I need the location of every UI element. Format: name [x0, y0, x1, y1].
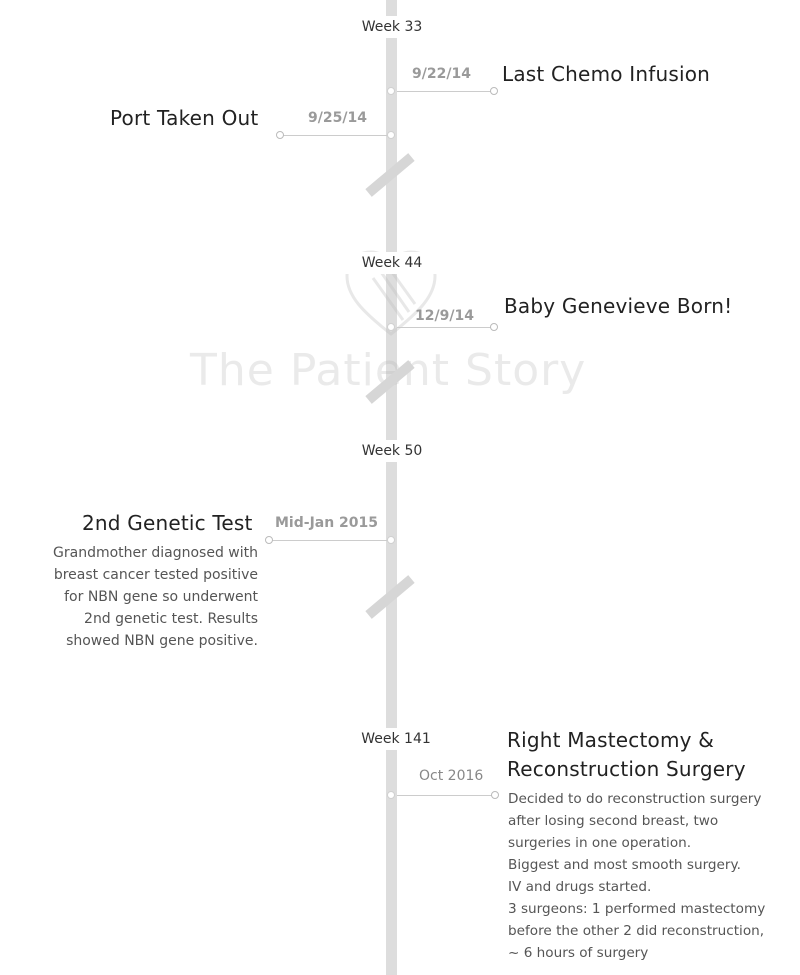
week-label: Week 50 [340, 440, 444, 462]
connector-line [397, 91, 493, 92]
event-date: Mid-Jan 2015 [275, 515, 379, 531]
connector-line [397, 327, 493, 328]
axis-marker [387, 791, 395, 799]
axis-marker [387, 323, 395, 331]
description-line: for NBN gene so underwent [64, 589, 258, 605]
event-marker [276, 131, 284, 139]
week-label: Week 33 [340, 16, 444, 38]
event-title-line: Right Mastectomy & [507, 728, 715, 752]
week-label: Week 44 [340, 252, 444, 274]
description-line: ~ 6 hours of surgery [508, 945, 649, 961]
event-title: Port Taken Out [110, 106, 259, 130]
description-line: showed NBN gene positive. [66, 633, 258, 649]
description-line: breast cancer tested positive [53, 567, 258, 583]
description-line: after losing second breast, two [508, 813, 719, 829]
event-description: Decided to do reconstruction surgery aft… [508, 788, 798, 964]
event-title: Last Chemo Infusion [502, 62, 711, 86]
event-marker [490, 87, 498, 95]
event-date: 9/25/14 [308, 110, 367, 126]
connector-line [283, 135, 387, 136]
event-description: Grandmother diagnosed with breast cancer… [14, 542, 258, 652]
description-line: Biggest and most smooth surgery. [508, 857, 741, 873]
timeline-axis [386, 0, 397, 975]
description-line: Decided to do reconstruction surgery [508, 791, 762, 807]
description-line: surgeries in one operation. [508, 835, 692, 851]
axis-marker [387, 536, 395, 544]
event-date: 12/9/14 [415, 308, 474, 324]
description-line: Grandmother diagnosed with [53, 545, 258, 561]
description-line: 2nd genetic test. Results [84, 611, 258, 627]
event-title: 2nd Genetic Test [82, 511, 253, 535]
description-line: 3 surgeons: 1 performed mastectomy [508, 901, 766, 917]
event-date: 9/22/14 [412, 66, 471, 82]
axis-marker [387, 87, 395, 95]
event-marker [265, 536, 273, 544]
axis-marker [387, 131, 395, 139]
watermark-text: The Patient Story [190, 345, 587, 396]
connector-line [397, 795, 493, 796]
description-line: before the other 2 did reconstruction, [508, 923, 765, 939]
event-title-line: Reconstruction Surgery [507, 757, 746, 781]
week-label: Week 141 [344, 728, 448, 750]
connector-line [272, 540, 387, 541]
description-line: IV and drugs started. [508, 879, 652, 895]
event-marker [491, 791, 499, 799]
event-title: Baby Genevieve Born! [504, 294, 733, 318]
event-marker [490, 323, 498, 331]
event-date: Oct 2016 [419, 768, 484, 784]
